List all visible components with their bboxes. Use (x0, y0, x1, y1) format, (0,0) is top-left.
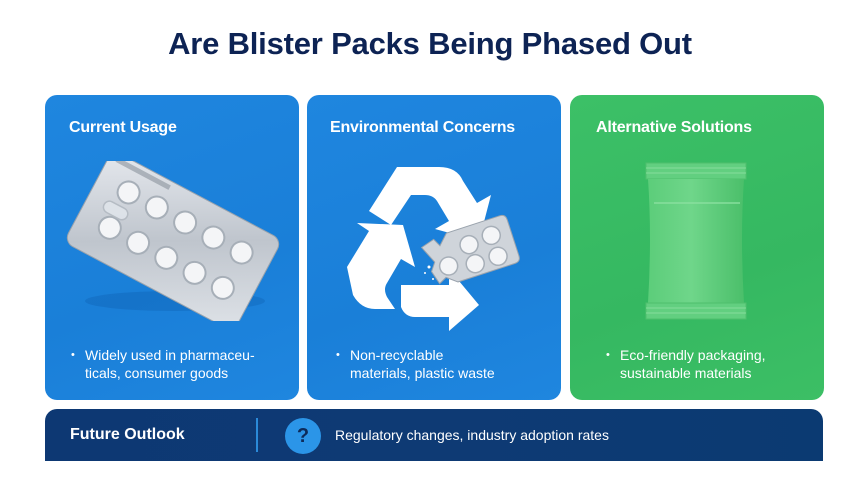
bullet-icon: • (336, 349, 340, 361)
footer-divider (256, 418, 258, 452)
page-title: Are Blister Packs Being Phased Out (168, 26, 692, 61)
question-mark-icon: ? (285, 418, 321, 454)
card-bullet: • Widely used in pharmaceu- ticals, cons… (71, 346, 286, 382)
card-title: Current Usage (69, 119, 177, 136)
bullet-text: Widely used in pharmaceu- ticals, consum… (85, 347, 255, 381)
recycle-symbol-with-broken-blister-image (347, 167, 520, 331)
card-environmental-concerns: Environmental Concerns • Non-recyclable … (307, 95, 561, 400)
card-bullet: • Non-recyclable materials, plastic wast… (336, 346, 551, 382)
bullet-icon: • (71, 349, 75, 361)
card-title: Alternative Solutions (596, 119, 752, 136)
footer-title: Future Outlook (70, 426, 185, 443)
bullet-text: Eco-friendly packaging, sustainable mate… (620, 347, 766, 381)
footer-text: Regulatory changes, industry adoption ra… (335, 427, 609, 443)
card-current-usage: Current Usage • Widely used in (45, 95, 299, 400)
blister-pack-image (66, 161, 280, 321)
card-title: Environmental Concerns (330, 119, 515, 136)
card-alternative-solutions: Alternative Solutions • Eco-friendly pac… (570, 95, 824, 400)
bullet-text: Non-recyclable materials, plastic waste (350, 347, 495, 381)
bullet-icon: • (606, 349, 610, 361)
green-pouch-packaging-image (645, 162, 747, 320)
future-outlook-banner: Future Outlook ? Regulatory changes, ind… (45, 409, 823, 461)
card-bullet: • Eco-friendly packaging, sustainable ma… (606, 346, 821, 382)
